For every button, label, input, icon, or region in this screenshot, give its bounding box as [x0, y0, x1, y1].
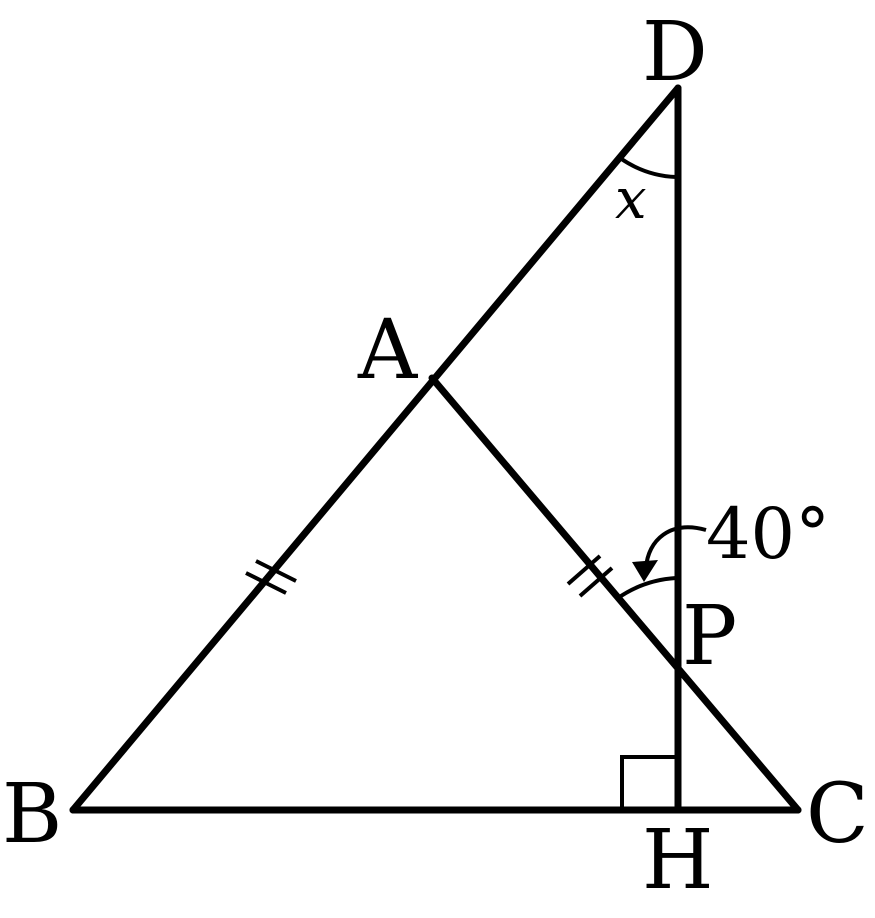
- angle-arc-40: [616, 576, 677, 600]
- label-B: B: [2, 767, 62, 862]
- angle-pointer-arrow: [644, 525, 707, 569]
- label-D: D: [642, 5, 708, 100]
- tick-mark-AC-1: [566, 554, 602, 586]
- label-angle-x: x: [615, 167, 647, 232]
- label-A: A: [357, 303, 419, 398]
- label-P: P: [682, 589, 737, 684]
- segment-BD: [69, 84, 682, 814]
- angle-arc-x: [618, 156, 677, 179]
- tick-mark-AC-2: [578, 566, 614, 598]
- label-angle-40: 40°: [706, 493, 830, 575]
- label-H: H: [642, 813, 714, 908]
- segment-AC: [428, 374, 802, 814]
- right-angle-mark: [620, 755, 675, 810]
- tick-mark-AB-1: [245, 571, 287, 595]
- arrow-head: [632, 560, 658, 582]
- label-C: C: [806, 767, 869, 862]
- tick-mark-AB-2: [255, 559, 297, 583]
